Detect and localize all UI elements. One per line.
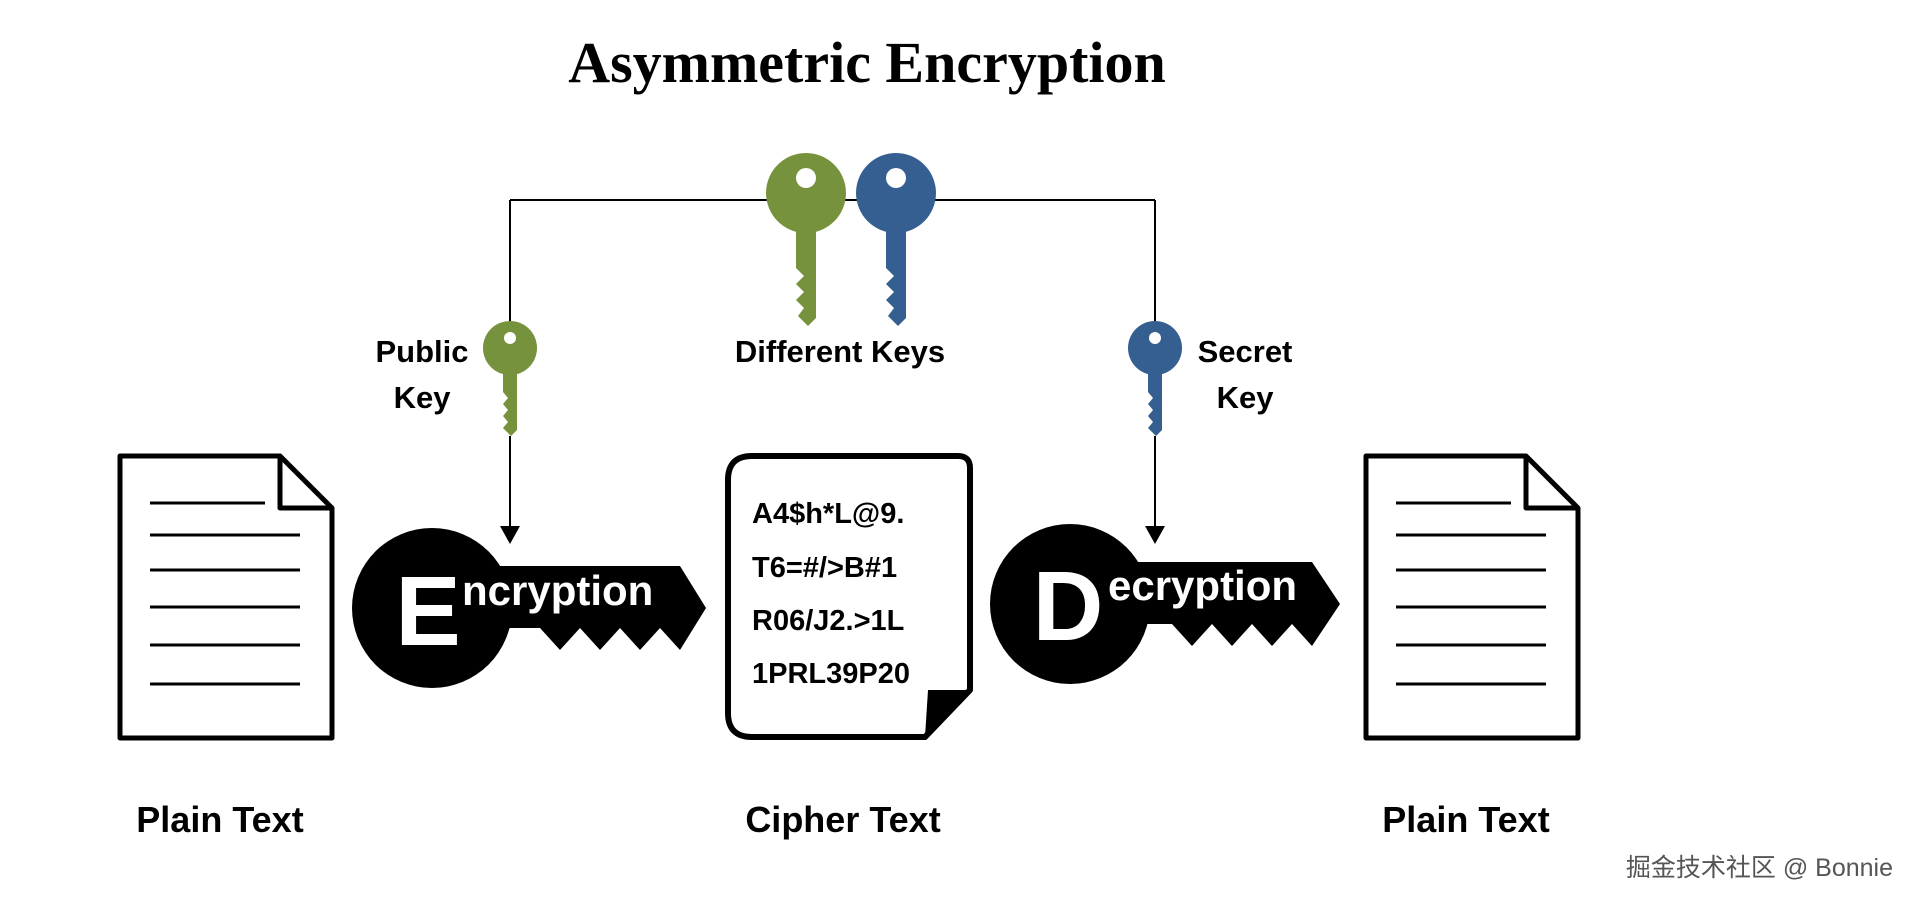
cipher-line-3: R06/J2.>1L (752, 605, 904, 637)
public-key-small-icon (483, 321, 537, 436)
cipher-line-4: 1PRL39P20 (752, 658, 910, 690)
diagram-title: Asymmetric Encryption (568, 30, 1166, 95)
secret-key-large-icon (856, 153, 936, 326)
plain-text-document-right-icon (1363, 453, 1581, 741)
caption-plain-text-right: Plain Text (1382, 799, 1549, 840)
secret-key-label-line2: Key (1217, 380, 1275, 415)
different-keys-label: Different Keys (735, 334, 945, 369)
decryption-initial: D (1033, 551, 1104, 661)
encryption-key-icon: E ncryption (352, 528, 706, 688)
decryption-key-icon: D ecryption (990, 524, 1340, 684)
decryption-rest: ecryption (1108, 562, 1297, 609)
caption-plain-text-left: Plain Text (136, 799, 303, 840)
caption-cipher-text: Cipher Text (745, 799, 940, 840)
encryption-rest: ncryption (462, 567, 653, 614)
secret-key-small-icon (1128, 321, 1182, 436)
cipher-text-document-icon (725, 453, 973, 740)
cipher-line-2: T6=#/>B#1 (752, 552, 897, 584)
plain-text-document-left-icon (117, 453, 335, 741)
secret-key-arrowhead (1145, 526, 1165, 544)
encryption-initial: E (395, 556, 460, 666)
watermark: 掘金技术社区 @ Bonnie (1626, 854, 1893, 882)
public-key-large-icon (766, 153, 846, 326)
secret-key-label-line1: Secret (1198, 334, 1293, 369)
public-key-label-line1: Public (375, 334, 468, 369)
public-key-label-line2: Key (394, 380, 452, 415)
cipher-line-1: A4$h*L@9. (752, 498, 904, 530)
public-key-arrowhead (500, 526, 520, 544)
